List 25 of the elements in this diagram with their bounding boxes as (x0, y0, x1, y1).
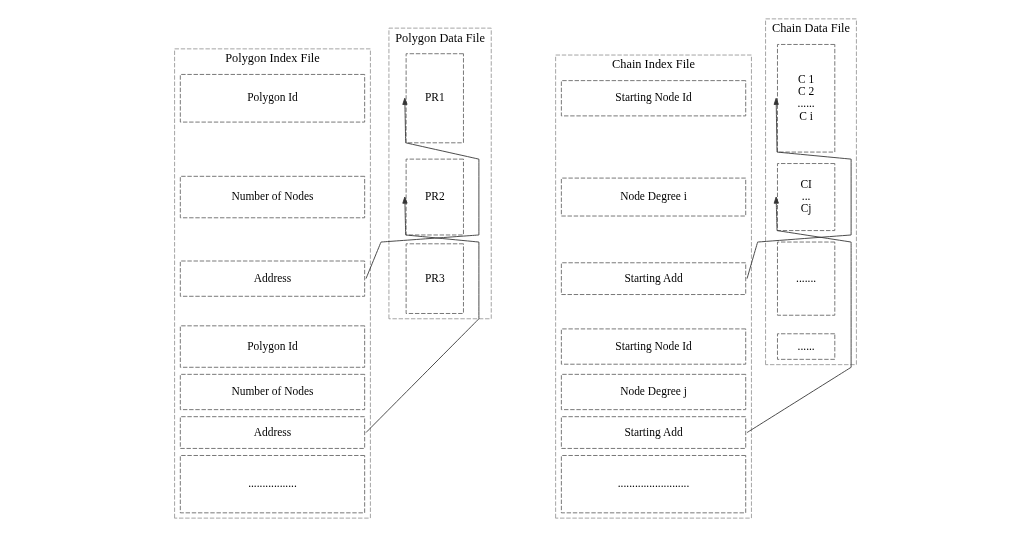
node-box: Node Degree i (560, 177, 746, 217)
arrow (365, 97, 479, 280)
node-box: Polygon Id (179, 74, 365, 123)
node-box: ....... (776, 241, 835, 316)
node-box: PR2 (405, 158, 464, 236)
arrow (746, 196, 852, 433)
node-box: Number of Nodes (179, 175, 365, 219)
node-box: Starting Node Id (560, 80, 746, 117)
arrow (365, 196, 479, 433)
node-box: Polygon Id (179, 325, 365, 368)
node-box: Address (179, 260, 365, 297)
node-box: PR3 (405, 243, 464, 314)
node-box: ................. (179, 455, 365, 514)
node-box: ...... (776, 333, 835, 360)
arrow (746, 97, 852, 280)
node-box: C 1 C 2 ...... C i (776, 44, 835, 153)
node-box: Number of Nodes (179, 373, 365, 411)
node-box: ......................... (560, 455, 746, 514)
node-box: Starting Add (560, 416, 746, 449)
node-box: Starting Node Id (560, 328, 746, 365)
node-box: Starting Add (560, 262, 746, 295)
node-box: Node Degree j (560, 373, 746, 411)
node-box: Address (179, 416, 365, 449)
node-box: PR1 (405, 53, 464, 144)
node-box: CI ... Cj (776, 163, 835, 231)
